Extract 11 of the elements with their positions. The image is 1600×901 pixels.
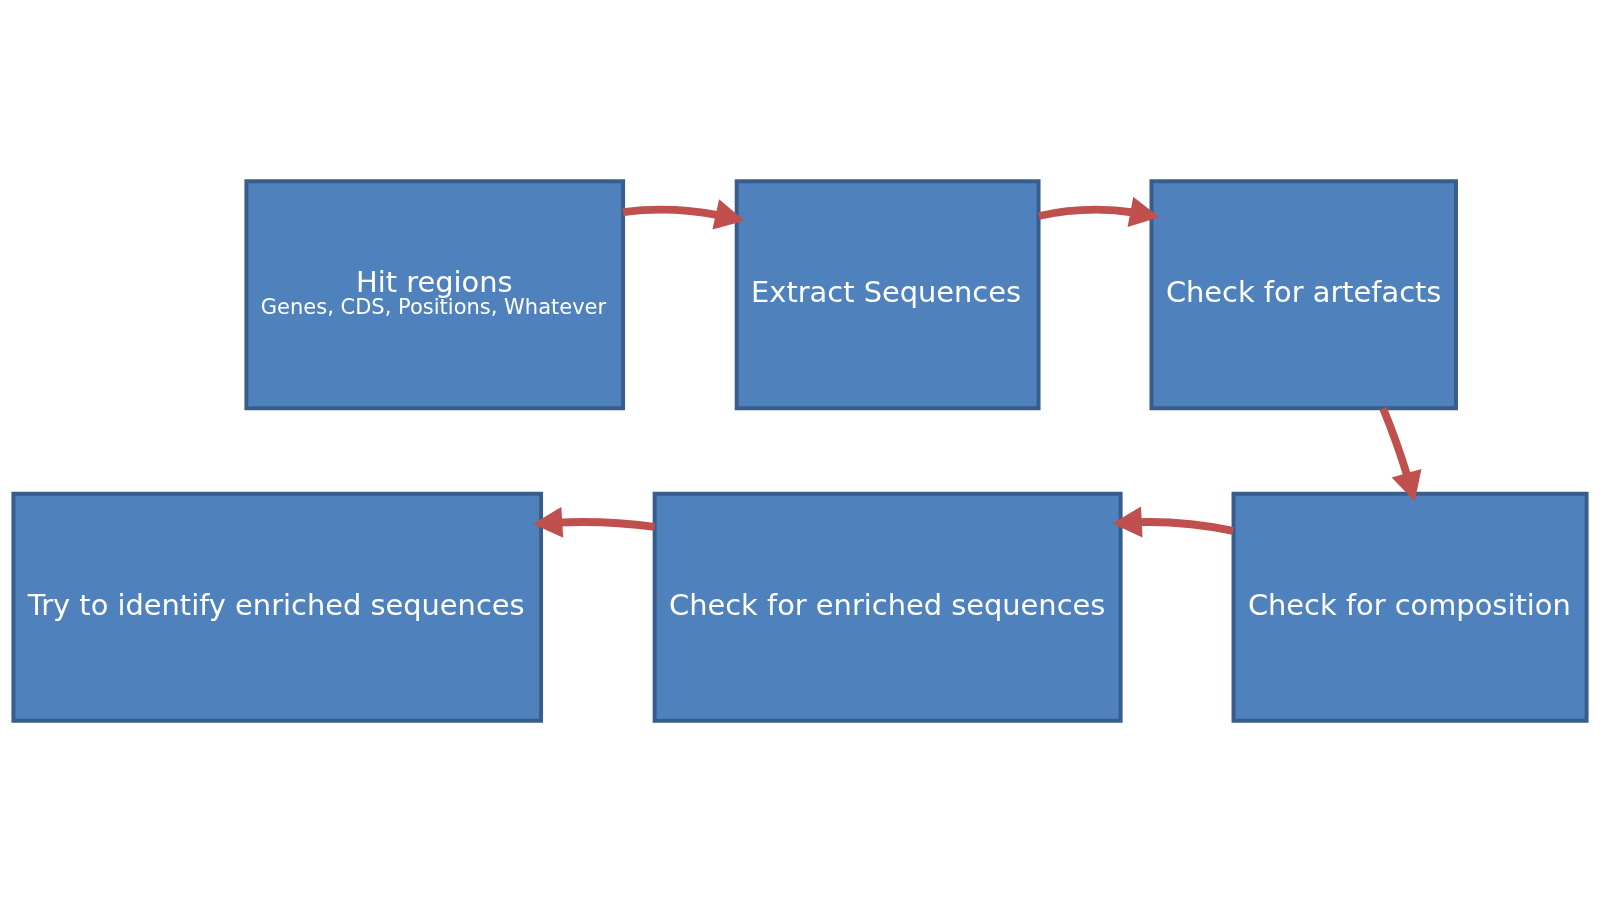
node-box: Check for composition: [1231, 491, 1589, 723]
node-box: Try to identify enriched sequences: [11, 491, 544, 723]
arrow: [532, 506, 656, 538]
arrow: [622, 198, 745, 230]
node-box: Check for artefacts: [1149, 178, 1458, 410]
arrow: [1037, 196, 1160, 227]
arrow: [1379, 406, 1422, 502]
node-box: Check for enriched sequences: [652, 491, 1123, 723]
arrow: [1112, 506, 1234, 537]
node-box: Extract Sequences: [734, 178, 1041, 410]
node-box: Hit regions Genes, CDS, Positions, Whatever: [244, 178, 626, 410]
